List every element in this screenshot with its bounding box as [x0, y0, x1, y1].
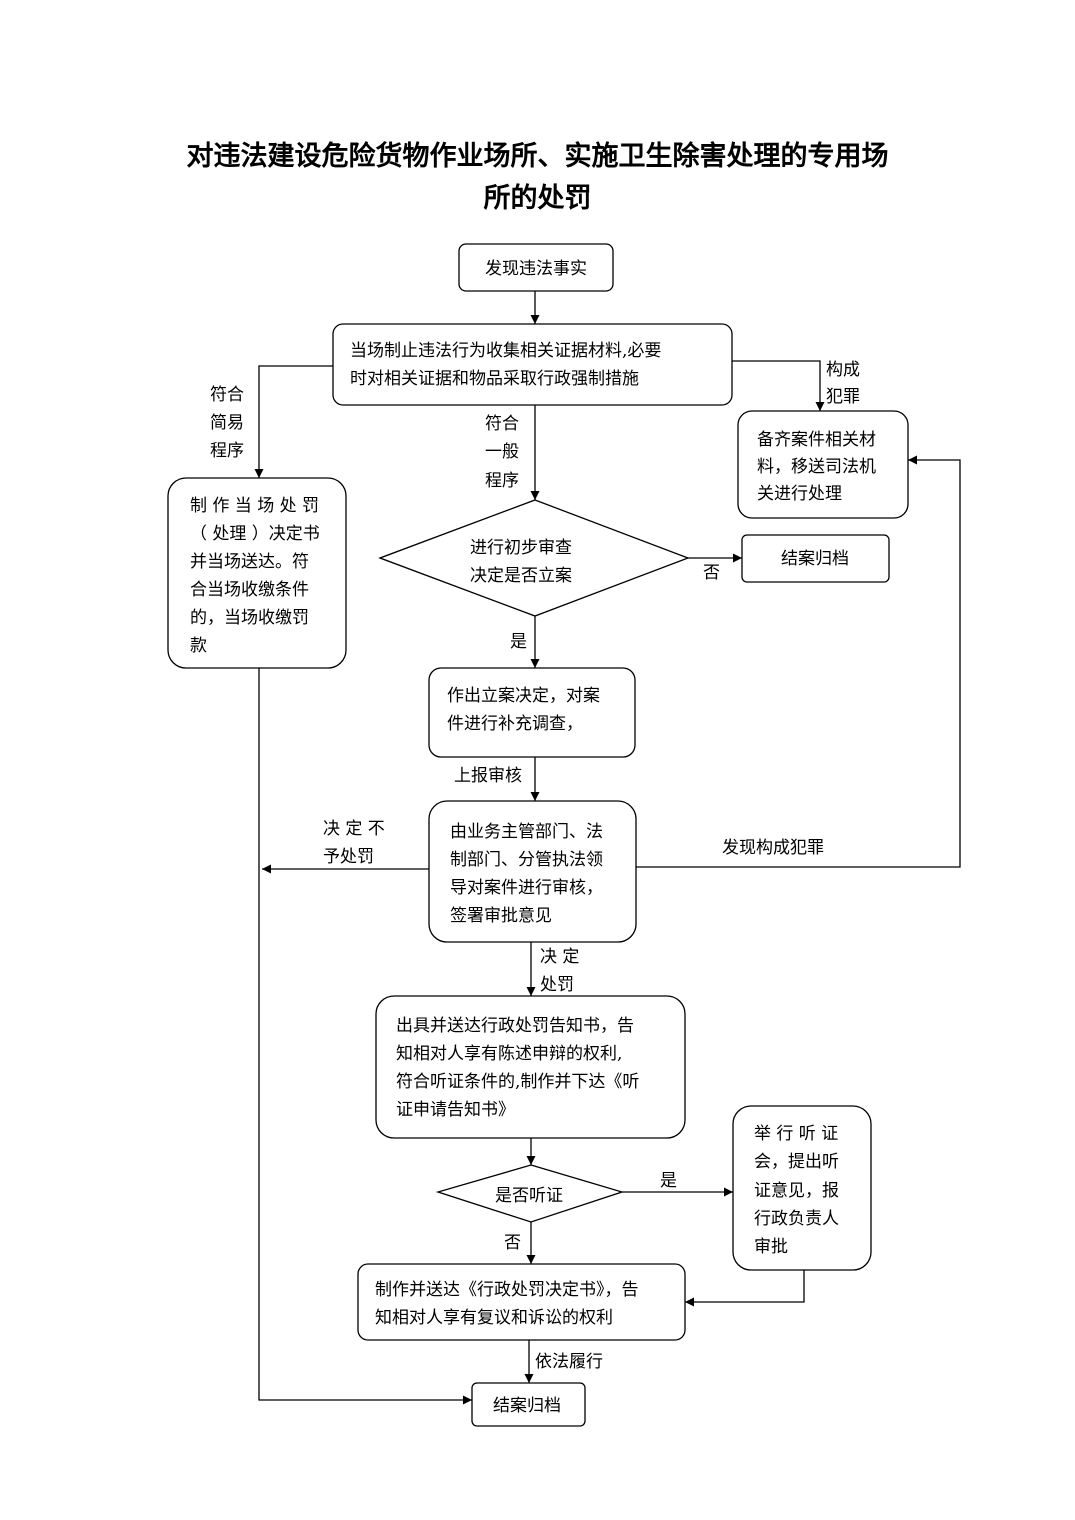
transfer-text-1: 备齐案件相关材 — [757, 430, 876, 450]
label-nopunish-2: 予处罚 — [323, 847, 374, 867]
label-no-1: 否 — [703, 563, 720, 583]
notice-text-4: 证申请告知书》 — [396, 1100, 515, 1120]
node-stop-violation: 当场制止违法行为收集相关证据材料,必要 时对相关证据和物品采取行政强制措施 — [332, 323, 733, 406]
node-archive-2: 结案归档 — [471, 1382, 586, 1427]
hearing-text-5: 审批 — [754, 1237, 788, 1257]
notice-text-2: 知相对人享有陈述申辩的权利, — [396, 1044, 622, 1064]
node-discover-facts: 发现违法事实 — [458, 243, 614, 292]
arrow-stop-to-onsite — [254, 365, 333, 478]
node-hold-hearing: 举 行 听 证 会，提出听 证意见，报 行政负责人 审批 — [732, 1105, 872, 1271]
title-line-1: 对违法建设危险货物作业场所、实施卫生除害处理的专用场 — [186, 141, 889, 172]
onsite-text-1: 制 作 当 场 处 罚 — [190, 496, 319, 516]
decision-text-2: 知相对人享有复议和诉讼的权利 — [375, 1308, 613, 1328]
audit-text-4: 签署审批意见 — [450, 906, 552, 926]
hearingq-text: 是否听证 — [495, 1186, 563, 1206]
node-audit: 由业务主管部门、法 制部门、分管执法领 导对案件进行审核， 签署审批意见 — [428, 800, 637, 943]
node-hearing-question: 是否听证 — [435, 1164, 625, 1223]
hearing-text-2: 会，提出听 — [754, 1152, 839, 1172]
stop-text-1: 当场制止违法行为收集相关证据材料,必要 — [350, 341, 661, 361]
label-crime-2: 发现构成犯罪 — [722, 838, 824, 858]
audit-text-3: 导对案件进行审核， — [450, 878, 603, 898]
notice-text-3: 符合听证条件的,制作并下达《听 — [396, 1072, 639, 1092]
node-archive-1: 结案归档 — [741, 534, 890, 583]
transfer-text-3: 关进行处理 — [757, 484, 842, 504]
onsite-text-2: （ 处理 ）决定书 — [190, 524, 320, 544]
notice-text-1: 出具并送达行政处罚告知书，告 — [396, 1016, 634, 1036]
node-onsite-penalty: 制 作 当 场 处 罚 （ 处理 ）决定书 并当场送达。符 合当场收缴条件 的，… — [167, 477, 347, 669]
decision-text-1: 制作并送达《行政处罚决定书》，告 — [375, 1280, 639, 1300]
node-notice: 出具并送达行政处罚告知书，告 知相对人享有陈述申辩的权利, 符合听证条件的,制作… — [375, 995, 686, 1139]
audit-text-2: 制部门、分管执法领 — [450, 850, 603, 870]
arrow-stop-to-transfer — [732, 360, 825, 411]
filecase-text-1: 作出立案决定，对案 — [447, 686, 600, 706]
title-line-2: 所的处罚 — [483, 183, 592, 214]
label-simple-1: 符合 — [210, 385, 244, 405]
node-penalty-decision: 制作并送达《行政处罚决定书》，告 知相对人享有复议和诉讼的权利 — [357, 1263, 686, 1341]
label-crime-1a: 构成 — [826, 360, 860, 380]
label-no-2: 否 — [504, 1233, 521, 1253]
arrow-audit-to-transfer — [636, 455, 961, 868]
edge-labels: 构成 犯罪 符合 简易 程序 符合 一般 程序 否 是 上报审核 决 定 不 予… — [210, 360, 860, 1372]
arrow-onsite-to-archive — [258, 668, 472, 1405]
label-simple-3: 程序 — [210, 441, 244, 461]
filecase-text-2: 件进行补充调查， — [447, 714, 583, 734]
page-title: 对违法建设危险货物作业场所、实施卫生除害处理的专用场 所的处罚 — [100, 136, 975, 220]
label-punish-2: 处罚 — [540, 975, 574, 995]
transfer-text-2: 料，移送司法机 — [757, 457, 876, 477]
onsite-text-4: 合当场收缴条件 — [190, 580, 309, 600]
label-simple-2: 简易 — [210, 413, 244, 433]
review-text-1: 进行初步审查 — [470, 538, 572, 558]
onsite-text-6: 款 — [190, 636, 207, 656]
label-general-2: 一般 — [485, 442, 519, 462]
onsite-text-5: 的，当场收缴罚 — [190, 608, 309, 628]
label-yes-2: 是 — [660, 1171, 677, 1191]
hearing-text-1: 举 行 听 证 — [754, 1124, 838, 1144]
hearing-text-3: 证意见，报 — [754, 1181, 839, 1201]
stop-text-2: 时对相关证据和物品采取行政强制措施 — [350, 369, 639, 389]
label-general-3: 程序 — [485, 471, 519, 491]
label-nopunish-1: 决 定 不 — [323, 819, 385, 839]
label-perform: 依法履行 — [535, 1352, 603, 1372]
hearing-text-4: 行政负责人 — [754, 1209, 839, 1229]
label-report: 上报审核 — [454, 766, 522, 786]
archive2-text: 结案归档 — [493, 1396, 561, 1416]
onsite-text-3: 并当场送达。符 — [190, 552, 309, 572]
connectors — [254, 291, 961, 1405]
node-file-case: 作出立案决定，对案 件进行补充调查， — [428, 667, 636, 758]
label-yes-1: 是 — [510, 632, 527, 652]
audit-text-1: 由业务主管部门、法 — [450, 822, 603, 842]
label-punish-1: 决 定 — [540, 947, 579, 967]
discover-text: 发现违法事实 — [485, 259, 587, 279]
label-general-1: 符合 — [485, 414, 519, 434]
node-preliminary-review: 进行初步审查 决定是否立案 — [378, 499, 690, 617]
archive1-text: 结案归档 — [781, 549, 849, 569]
node-transfer-judicial: 备齐案件相关材 料，移送司法机 关进行处理 — [737, 410, 909, 519]
review-text-2: 决定是否立案 — [470, 566, 572, 586]
label-crime-1b: 犯罪 — [826, 387, 860, 407]
arrow-hearing-to-decision — [685, 1270, 805, 1307]
